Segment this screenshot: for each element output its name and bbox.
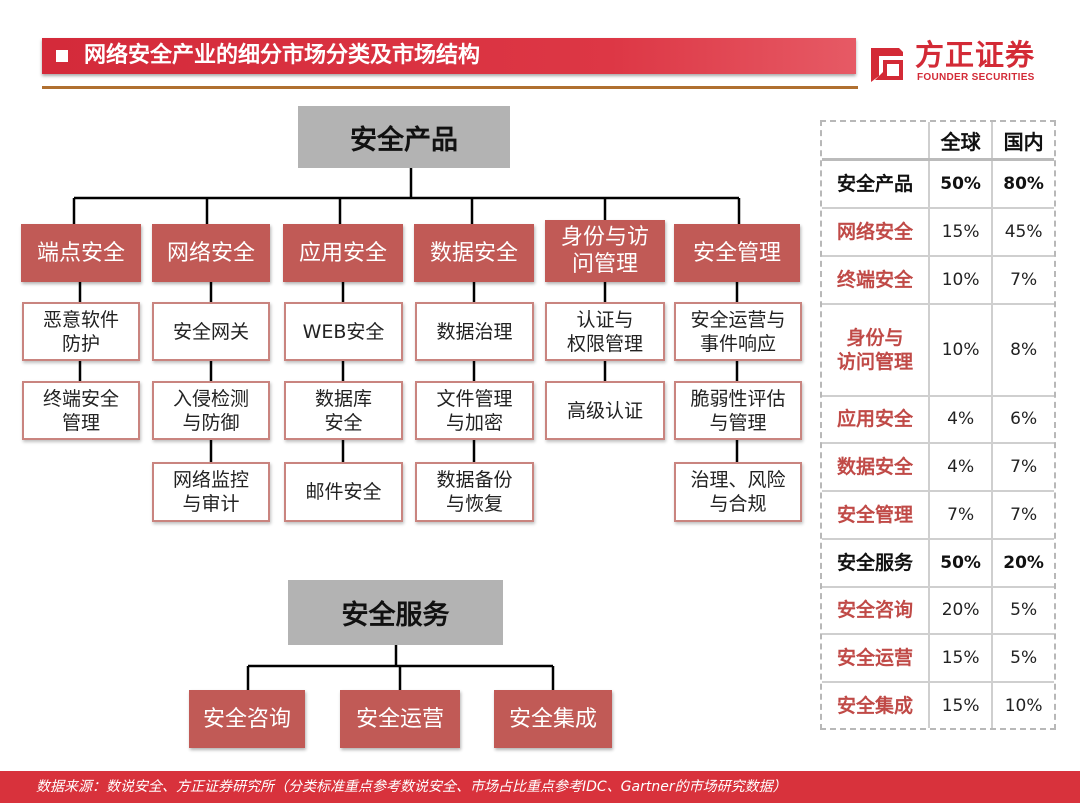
row-domestic: 45% [991, 208, 1054, 257]
sub-item: 安全运营与 事件响应 [674, 302, 802, 361]
row-global: 4% [927, 395, 993, 445]
title-bar: 网络安全产业的细分市场分类及市场结构 [42, 38, 856, 74]
row-name: 网络安全 [822, 208, 929, 257]
service-operations: 安全运营 [340, 690, 460, 748]
sub-item: 认证与 权限管理 [545, 302, 665, 361]
services-header: 安全服务 [288, 580, 503, 645]
category-application: 应用安全 [283, 224, 403, 282]
page-title: 网络安全产业的细分市场分类及市场结构 [84, 43, 481, 68]
row-name: 应用安全 [822, 395, 929, 445]
row-global: 15% [927, 634, 993, 683]
row-global: 50% [927, 538, 993, 588]
category-endpoint: 端点安全 [21, 224, 141, 282]
row-global: 20% [927, 586, 993, 636]
sub-item: 安全网关 [152, 302, 270, 361]
founder-logo-icon [871, 48, 903, 82]
sub-item: 网络监控 与审计 [152, 462, 270, 522]
service-consulting: 安全咨询 [189, 690, 305, 748]
row-name: 安全服务 [822, 538, 929, 588]
products-header: 安全产品 [298, 106, 510, 168]
row-global: 10% [927, 303, 993, 397]
sub-item: 数据备份 与恢复 [415, 462, 534, 522]
col-global: 全球 [927, 122, 993, 161]
sub-item: WEB安全 [284, 302, 403, 361]
col-domestic: 国内 [991, 122, 1054, 161]
logo-subtitle: FOUNDER SECURITIES [917, 72, 1035, 83]
sub-item: 邮件安全 [284, 462, 403, 522]
source-note: 数据来源：数说安全、方正证券研究所（分类标准重点参考数说安全、市场占比重点参考I… [36, 779, 787, 795]
category-data: 数据安全 [414, 224, 534, 282]
row-name: 终端安全 [822, 255, 929, 305]
row-name: 安全产品 [822, 159, 929, 210]
service-integration: 安全集成 [494, 690, 612, 748]
title-bullet [56, 50, 68, 62]
title-underline [42, 86, 858, 89]
row-domestic: 10% [991, 682, 1054, 728]
row-global: 15% [927, 682, 993, 728]
row-domestic: 80% [991, 159, 1054, 210]
row-name: 安全集成 [836, 694, 913, 717]
sub-item: 数据治理 [415, 302, 534, 361]
category-identity-access: 身份与访 问管理 [545, 220, 665, 282]
row-name: 安全运营 [822, 634, 929, 683]
row-global: 4% [927, 443, 993, 492]
sub-item: 文件管理 与加密 [415, 381, 534, 440]
sub-item: 终端安全 管理 [22, 381, 140, 440]
category-network: 网络安全 [152, 224, 270, 282]
sub-item: 治理、风险 与合规 [674, 462, 802, 522]
row-domestic: 8% [991, 303, 1054, 397]
table-corner [822, 122, 929, 161]
row-domestic: 6% [991, 395, 1054, 445]
row-global: 50% [927, 159, 993, 210]
sub-item: 数据库 安全 [284, 381, 403, 440]
category-security-management: 安全管理 [674, 224, 800, 282]
row-name: 安全咨询 [822, 586, 929, 636]
sub-item: 高级认证 [545, 381, 665, 440]
row-domestic: 20% [991, 538, 1054, 588]
row-name: 身份与 访问管理 [822, 303, 929, 397]
row-domestic: 7% [991, 255, 1054, 305]
row-domestic: 5% [991, 586, 1054, 636]
row-global: 15% [927, 208, 993, 257]
row-global: 7% [927, 491, 993, 540]
logo-name: 方正证券 [915, 38, 1036, 72]
sub-item: 脆弱性评估 与管理 [674, 381, 802, 440]
table-row: 安全集成 15%10% [822, 682, 1054, 728]
row-global: 10% [927, 255, 993, 305]
company-logo: 方正证券 FOUNDER SECURITIES [865, 38, 1045, 88]
footer-bar: 数据来源：数说安全、方正证券研究所（分类标准重点参考数说安全、市场占比重点参考I… [0, 771, 1080, 803]
sub-item: 恶意软件 防护 [22, 302, 140, 361]
sub-item: 入侵检测 与防御 [152, 381, 270, 440]
row-domestic: 5% [991, 634, 1054, 683]
row-name: 安全管理 [822, 491, 929, 540]
row-name: 数据安全 [822, 443, 929, 492]
row-domestic: 7% [991, 491, 1054, 540]
row-domestic: 7% [991, 443, 1054, 492]
